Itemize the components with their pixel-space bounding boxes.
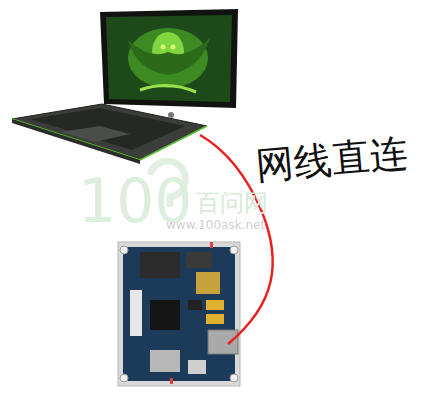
- watermark-url: www.100ask.net: [166, 219, 265, 232]
- handwritten-note: 网线直连: [254, 133, 409, 188]
- laptop: [12, 9, 238, 164]
- watermark-brand: 百问网: [196, 190, 268, 216]
- dev-board: [118, 242, 240, 386]
